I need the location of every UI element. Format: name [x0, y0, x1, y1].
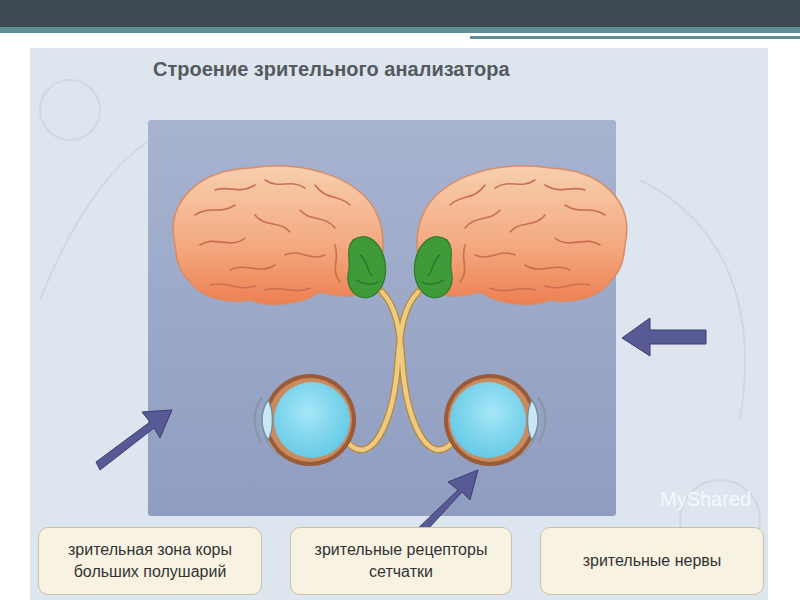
top-stripe: [0, 27, 800, 33]
visual-cortex: [348, 237, 386, 298]
label-text: зрительные рецепторы сетчатки: [301, 539, 501, 582]
label-box: зрительные нервы: [540, 527, 764, 595]
label-box: зрительные рецепторы сетчатки: [290, 527, 512, 595]
label-text: зрительная зона коры больших полушарий: [49, 539, 251, 582]
background-swirls: [40, 80, 760, 560]
content-ground: [30, 48, 768, 600]
pointer-arrow: [96, 318, 706, 540]
watermark: MyShared: [660, 488, 751, 511]
eyeball: [255, 374, 357, 466]
label-text: зрительные нервы: [583, 550, 722, 572]
top-stripe: [470, 36, 800, 39]
eyeball: [444, 374, 546, 466]
label-box: зрительная зона коры больших полушарий: [38, 527, 262, 595]
slide-title: Строение зрительного анализатора: [153, 58, 510, 81]
brain-hemisphere: [414, 166, 626, 305]
top-bar: [0, 0, 800, 27]
optic-nerves: [345, 292, 455, 450]
brain-hemisphere: [173, 166, 385, 305]
